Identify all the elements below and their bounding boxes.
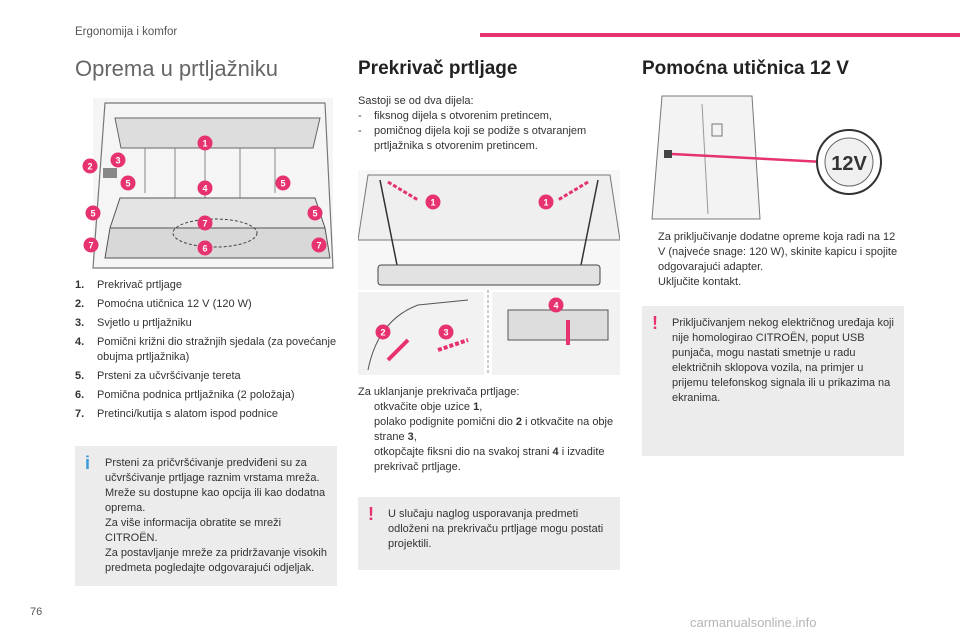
socket-label: 12V: [831, 153, 867, 175]
section-header: Ergonomija i komfor: [75, 26, 178, 38]
checkbox-icon: [358, 415, 374, 445]
list-item: Uključite kontakt.: [642, 275, 904, 290]
svg-text:7: 7: [88, 241, 93, 251]
svg-text:2: 2: [87, 162, 92, 172]
list-item: 2.Pomoćna utičnica 12 V (120 W): [75, 298, 252, 310]
warning-icon: !: [652, 313, 658, 333]
warning-icon: !: [368, 504, 374, 524]
checkbox-icon: [642, 275, 658, 290]
svg-text:5: 5: [125, 179, 130, 189]
svg-text:5: 5: [312, 209, 317, 219]
svg-text:4: 4: [553, 301, 558, 311]
socket-steps: Za priključivanje dodatne opreme koja ra…: [642, 230, 904, 290]
svg-text:1: 1: [543, 198, 548, 208]
checkbox-icon: [358, 400, 374, 415]
section-title-luggage-cover: Prekrivač prtljage: [358, 58, 518, 79]
page-number: 76: [30, 606, 43, 618]
info-note: i Prsteni za pričvršćivanje predviđeni s…: [75, 446, 337, 586]
svg-text:6: 6: [202, 244, 207, 254]
column-trunk-equipment: Oprema u prtljažniku 1 2 3 5 4 5 5 7: [75, 52, 337, 586]
socket-figure: 12V: [642, 94, 904, 222]
column-luggage-cover: Prekrivač prtljage Sastoji se od dva dij…: [358, 52, 620, 570]
list-item: 4.Pomični križni dio stražnjih sjedala (…: [75, 336, 337, 363]
trunk-items-list: 1.Prekrivač prtljage 2.Pomoćna utičnica …: [75, 278, 337, 422]
parts-list: -fiksnog dijela s otvorenim pretincem, -…: [358, 110, 587, 152]
list-item: Za priključivanje dodatne opreme koja ra…: [642, 230, 904, 275]
svg-text:3: 3: [115, 156, 120, 166]
checkbox-icon: [358, 445, 374, 475]
svg-text:2: 2: [380, 328, 385, 338]
list-item: otkvačite obje uzice 1,: [358, 400, 620, 415]
callout-badges: 1 2 3 5 4 5 5 7 5 7 6 7: [82, 135, 327, 256]
watermark: carmanualsonline.info: [690, 615, 817, 630]
checkbox-icon: [642, 230, 658, 275]
warning-note: ! U slučaju naglog usporavanja predmeti …: [358, 497, 620, 570]
header-accent-bar: [480, 33, 960, 37]
page-title: Oprema u prtljažniku: [75, 56, 278, 81]
list-item: 5.Prsteni za učvršćivanje tereta: [75, 370, 241, 382]
list-item: 6.Pomična podnica prtljažnika (2 položaj…: [75, 389, 295, 401]
section-title-12v-socket: Pomoćna utičnica 12 V: [642, 58, 849, 79]
removal-steps: otkvačite obje uzice 1, polako podignite…: [358, 400, 620, 475]
column-12v-socket: Pomoćna utičnica 12 V 12V Za priključiva…: [642, 52, 904, 456]
list-item: 7.Pretinci/kutija s alatom ispod podnice: [75, 408, 278, 420]
list-item: polako podignite pomični dio 2 i otkvači…: [358, 415, 620, 445]
svg-text:7: 7: [202, 219, 207, 229]
svg-text:5: 5: [90, 209, 95, 219]
svg-text:4: 4: [202, 184, 207, 194]
info-icon: i: [85, 453, 91, 473]
svg-text:1: 1: [202, 139, 207, 149]
list-item: otkopčajte fiksni dio na svakoj strani 4…: [358, 445, 620, 475]
luggage-cover-figure: 1 1 4 2 3: [358, 170, 620, 375]
warning-note: ! Priključivanjem nekog električnog uređ…: [642, 306, 904, 456]
svg-text:3: 3: [443, 328, 448, 338]
svg-text:1: 1: [430, 198, 435, 208]
trunk-figure: 1 2 3 5 4 5 5 7 5 7 6 7: [75, 98, 337, 276]
removal-intro: Za uklanjanje prekrivača prtljage:: [358, 386, 520, 398]
list-item: 1.Prekrivač prtljage: [75, 279, 182, 291]
list-item: 3.Svjetlo u prtljažniku: [75, 317, 192, 329]
intro-text: Sastoji se od dva dijela:: [358, 95, 474, 107]
svg-text:5: 5: [280, 179, 285, 189]
svg-text:7: 7: [316, 241, 321, 251]
